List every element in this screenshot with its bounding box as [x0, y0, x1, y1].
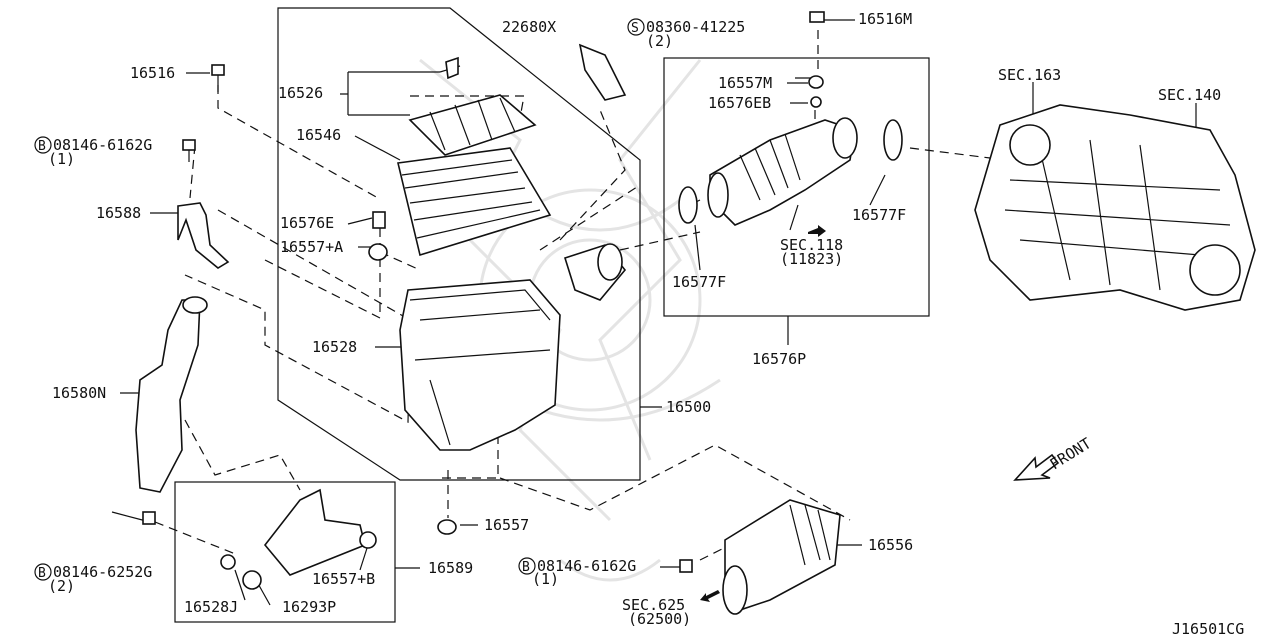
prefix-s-marker: S [631, 21, 639, 36]
label-16589: 16589 [428, 559, 473, 577]
label-08146-6162G-top: 08146-6162G [53, 136, 152, 154]
prefix-markers: S B B B [34, 18, 645, 581]
label-16516M: 16516M [858, 10, 912, 28]
label-16576P: 16576P [752, 350, 806, 368]
label-16500: 16500 [666, 398, 711, 416]
label-sec118: SEC.118 [780, 236, 843, 254]
bracket-16589 [263, 488, 366, 576]
label-08360-qty: (2) [646, 32, 673, 50]
clamp-16577F-right [883, 119, 903, 161]
label-16528: 16528 [312, 338, 357, 356]
bracket-16588 [177, 202, 230, 269]
label-08146-6252G: 08146-6252G [53, 563, 152, 581]
bolt-16516 [211, 64, 225, 92]
label-sec118-ref: (11823) [780, 250, 843, 268]
label-16576EB: 16576EB [708, 94, 771, 112]
label-16546: 16546 [296, 126, 341, 144]
label-sec140: SEC.140 [1158, 86, 1221, 104]
label-16526: 16526 [278, 84, 323, 102]
air-duct-box [663, 57, 930, 317]
label-16580N: 16580N [52, 384, 106, 402]
front-label: FRONT [1047, 434, 1095, 473]
label-16557A: 16557+A [280, 238, 343, 256]
label-08360-41225: 08360-41225 [646, 18, 745, 36]
diagram-id: J16501CG [1172, 620, 1244, 638]
part-labels: 22680X 08360-41225 (2) 16516M 16516 1652… [48, 10, 1244, 638]
label-16588: 16588 [96, 204, 141, 222]
clamp-16577F-left [678, 186, 698, 224]
bolt-08146-top [182, 139, 196, 162]
bracket-box [174, 481, 396, 623]
label-16577F-left: 16577F [672, 273, 726, 291]
label-16516: 16516 [130, 64, 175, 82]
label-16577F-right: 16577F [852, 206, 906, 224]
prefix-b-marker-bottom: B [522, 560, 530, 575]
grommet-16557 [437, 519, 457, 535]
label-sec163: SEC.163 [998, 66, 1061, 84]
label-08146-6162G-bottom: 08146-6162G [537, 557, 636, 575]
housing-16528 [399, 279, 561, 451]
air-cleaner-box [277, 7, 641, 481]
sleeve-16576E [372, 211, 386, 229]
sensor-22680X [578, 43, 627, 101]
part-drawings [135, 11, 1256, 615]
filter-element-16546 [397, 147, 552, 257]
arrow-sec625-icon [700, 590, 720, 602]
prefix-b-marker-left: B [38, 566, 46, 581]
label-16556: 16556 [868, 536, 913, 554]
grommet-16557A [368, 243, 388, 261]
label-22680X: 22680X [502, 18, 556, 36]
label-16293P: 16293P [282, 598, 336, 616]
front-arrow-icon [1013, 453, 1060, 481]
prefix-b-marker-top: B [38, 139, 46, 154]
label-16557M: 16557M [718, 74, 772, 92]
label-sec625: SEC.625 [622, 596, 685, 614]
label-16576E: 16576E [280, 214, 334, 232]
arrow-sec118-icon [808, 225, 826, 237]
label-16528J: 16528J [184, 598, 238, 616]
label-16557B: 16557+B [312, 570, 375, 588]
resonator-16580N [135, 299, 201, 493]
label-08146-left-qty: (2) [48, 577, 75, 595]
label-sec625-ref: (62500) [628, 610, 691, 628]
label-08146-bottom-qty: (1) [532, 570, 559, 588]
label-08146-top-qty: (1) [48, 150, 75, 168]
throttle-sec163 [1009, 124, 1051, 166]
leader-lines [111, 19, 1197, 606]
label-16557: 16557 [484, 516, 529, 534]
